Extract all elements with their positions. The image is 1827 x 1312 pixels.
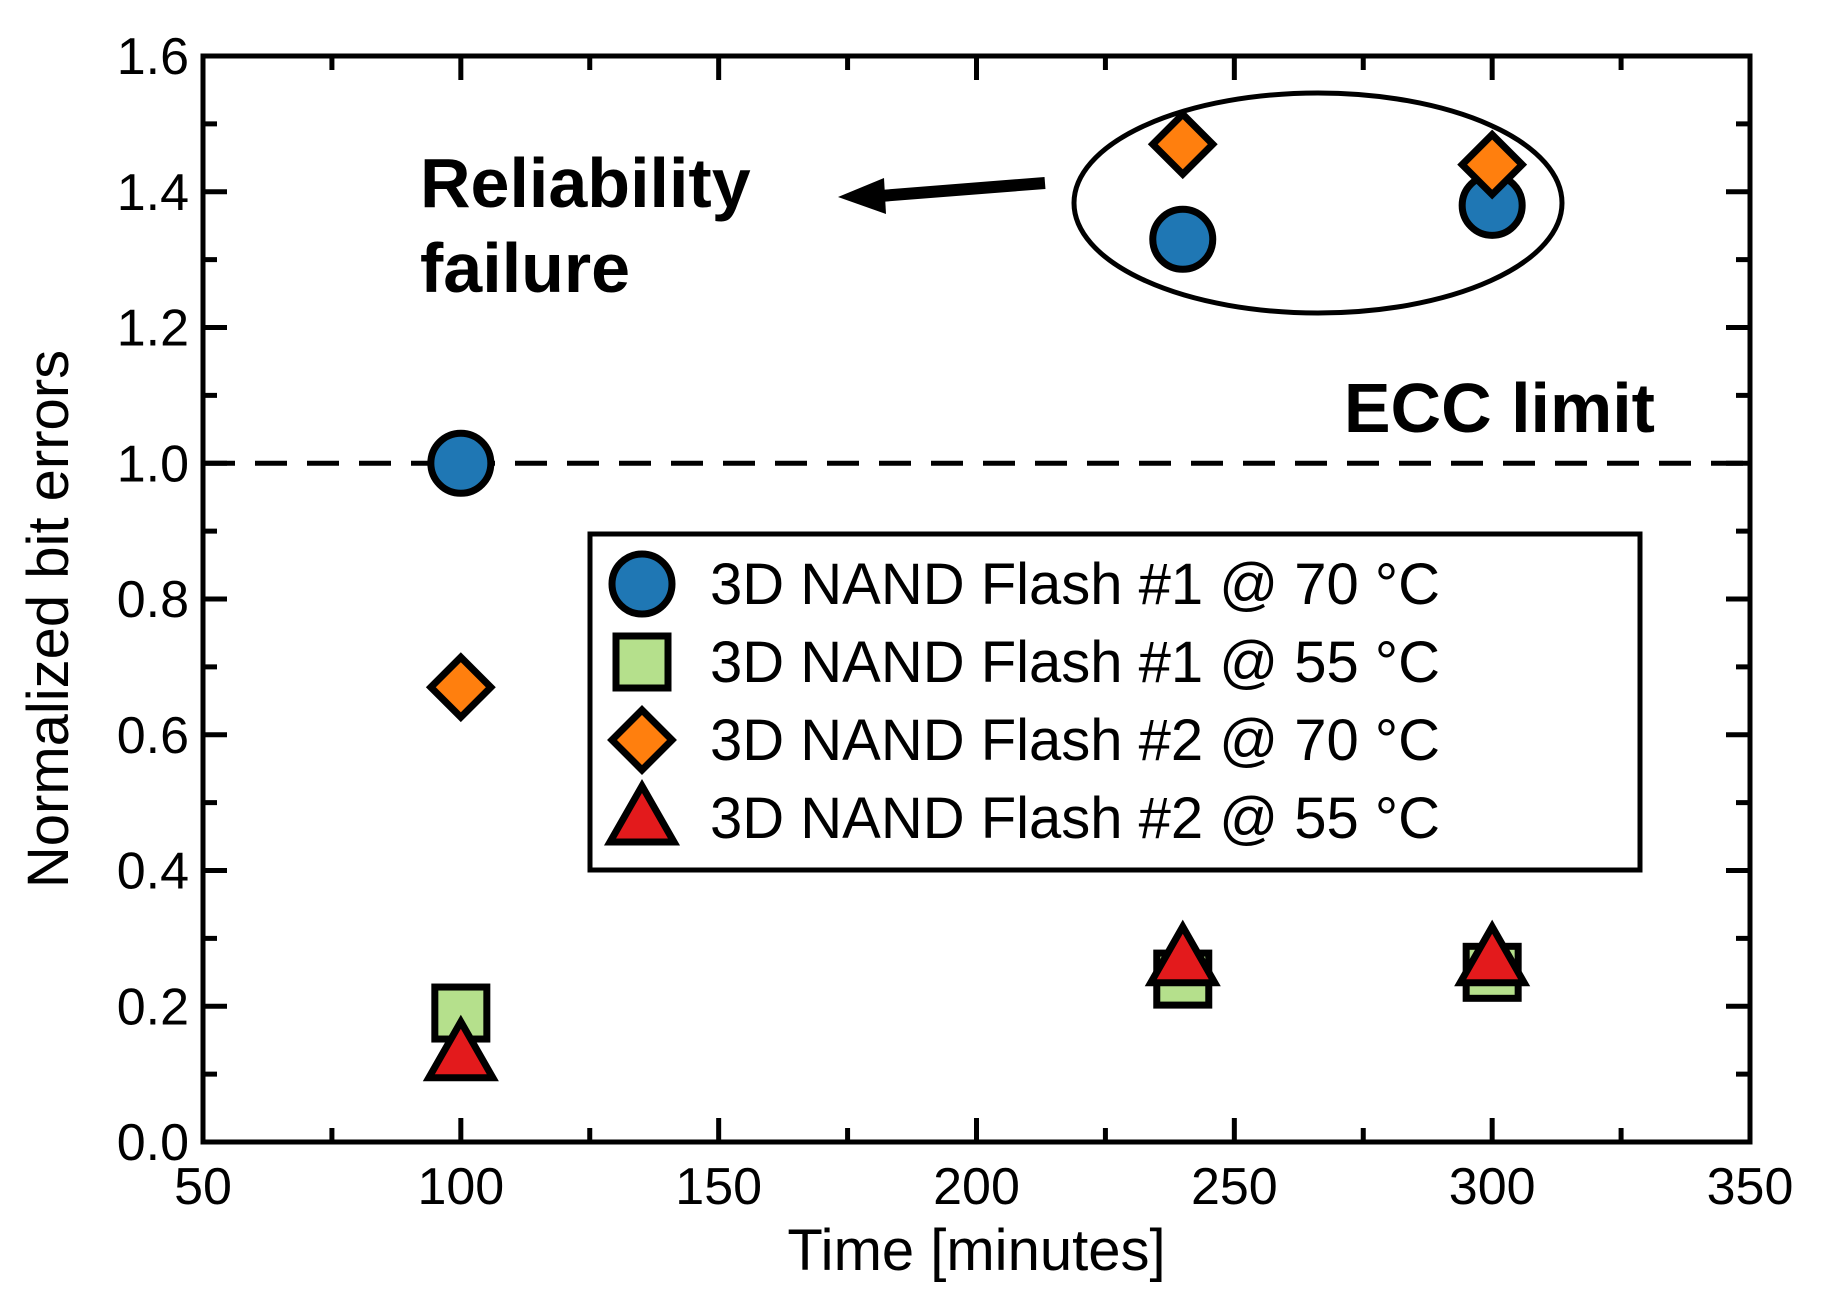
legend-box xyxy=(587,531,1643,873)
y-tick-label: 0.0 xyxy=(117,1114,189,1172)
x-tick-label: 50 xyxy=(174,1158,232,1216)
legend-circle-icon xyxy=(608,550,676,618)
x-axis-title: Time [minutes] xyxy=(787,1218,1165,1283)
y-axis-title: Normalized bit errors xyxy=(16,350,81,888)
annotation-arrow-shaft xyxy=(879,177,1046,202)
failure-ellipse xyxy=(1071,90,1565,316)
annotation-arrow-head xyxy=(838,178,886,214)
x-tick-label: 300 xyxy=(1449,1158,1536,1216)
data-point-diamond xyxy=(1147,109,1218,180)
legend-item-label: 3D NAND Flash #1 @ 70 °C xyxy=(710,552,1440,617)
data-point-triangle xyxy=(1144,919,1221,987)
x-tick-label: 250 xyxy=(1191,1158,1278,1216)
data-point-circle xyxy=(1149,205,1217,273)
data-point-diamond xyxy=(1457,129,1528,200)
legend-diamond-icon xyxy=(607,705,677,775)
y-tick-label: 0.8 xyxy=(117,571,189,629)
x-tick-label: 350 xyxy=(1707,1158,1794,1216)
data-point-triangle xyxy=(1454,919,1531,987)
data-point-diamond xyxy=(425,652,496,723)
legend-item-label: 3D NAND Flash #1 @ 55 °C xyxy=(710,630,1440,695)
legend-item-label: 3D NAND Flash #2 @ 55 °C xyxy=(710,786,1440,851)
y-tick-label: 0.6 xyxy=(117,707,189,765)
y-tick-label: 1.2 xyxy=(117,300,189,358)
y-tick-label: 1.6 xyxy=(117,28,189,86)
legend-item-label: 3D NAND Flash #2 @ 70 °C xyxy=(710,708,1440,773)
x-tick-label: 150 xyxy=(675,1158,762,1216)
legend-triangle-icon xyxy=(603,778,681,846)
y-tick-label: 0.4 xyxy=(117,843,189,901)
annotation-line: Reliability xyxy=(420,144,751,222)
legend-square-icon xyxy=(612,632,672,692)
y-tick-label: 0.2 xyxy=(117,978,189,1036)
y-tick-label: 1.0 xyxy=(117,435,189,493)
data-point-circle xyxy=(427,429,495,497)
x-tick-label: 200 xyxy=(933,1158,1020,1216)
annotation-line: failure xyxy=(420,229,630,307)
x-tick-label: 100 xyxy=(417,1158,504,1216)
data-point-triangle xyxy=(422,1014,499,1082)
ecc-limit-label: ECC limit xyxy=(1344,369,1655,447)
y-tick-label: 1.4 xyxy=(117,164,189,222)
